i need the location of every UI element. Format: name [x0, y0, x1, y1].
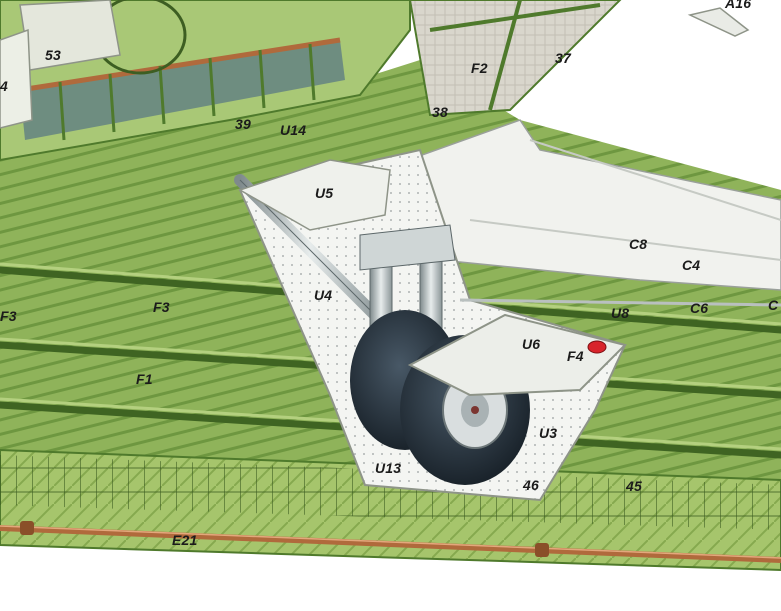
hydraulic-line — [459, 298, 781, 307]
wing-panel-line-2 — [469, 219, 781, 261]
part-a16 — [687, 7, 750, 37]
label-u6: U6 — [522, 336, 541, 352]
label-f1: F1 — [136, 371, 153, 387]
wing-panel-line — [529, 139, 781, 221]
flap-u5 — [238, 159, 391, 231]
label-c8: C8 — [629, 236, 648, 252]
label-a16: A16 — [725, 0, 752, 11]
lower-lattice — [0, 455, 781, 530]
label-f3: F3 — [153, 299, 170, 315]
label-45: 45 — [626, 478, 642, 494]
label-c6: C6 — [690, 300, 709, 316]
label-u5: U5 — [315, 185, 334, 201]
insulated-bay — [408, 0, 622, 117]
label-4-edge: 4 — [0, 78, 8, 94]
label-53: 53 — [45, 47, 61, 63]
label-f3-left: F3 — [0, 308, 17, 324]
label-c4: C4 — [682, 257, 701, 273]
label-u4: U4 — [314, 287, 333, 303]
label-c-edge: C — [768, 297, 779, 313]
gear-door-u6 — [407, 313, 627, 397]
label-38: 38 — [432, 104, 448, 120]
label-37: 37 — [555, 50, 571, 66]
pipe-e21-highlight — [0, 525, 781, 559]
pipe-couplings — [20, 521, 549, 557]
label-u3: U3 — [539, 425, 558, 441]
seat-panel-left — [0, 28, 33, 129]
upper-longeron — [19, 37, 341, 93]
cockpit-windows — [20, 40, 345, 140]
label-f2: F2 — [471, 60, 488, 76]
label-u8: U8 — [611, 305, 630, 321]
label-u13: U13 — [375, 460, 402, 476]
cockpit-ribs — [58, 43, 316, 141]
indicator-f4 — [587, 340, 607, 354]
pipe-e21 — [0, 525, 781, 563]
label-46: 46 — [523, 477, 539, 493]
label-39: 39 — [235, 116, 251, 132]
label-f4: F4 — [567, 348, 584, 364]
label-u14: U14 — [280, 122, 307, 138]
bay-frames — [429, 0, 601, 111]
label-e21: E21 — [172, 532, 198, 548]
